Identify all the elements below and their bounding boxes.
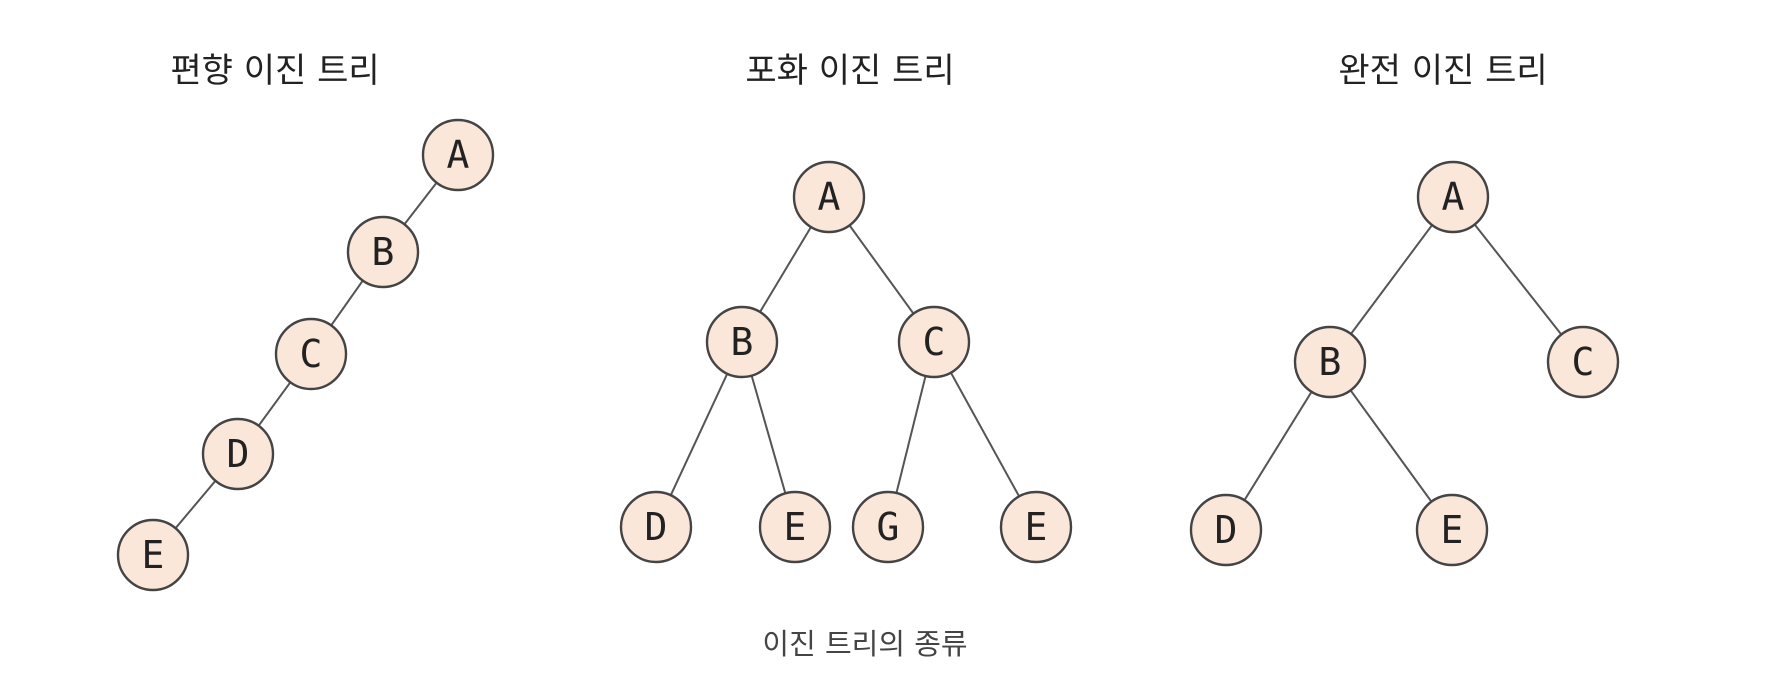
node-label: C	[923, 320, 946, 364]
tree-node: E	[758, 490, 832, 564]
tree-node: E	[116, 518, 190, 592]
tree-node: D	[201, 417, 275, 491]
tree-node: E	[999, 490, 1073, 564]
node-circle	[792, 160, 866, 234]
node-circle	[1415, 493, 1489, 567]
tree-node: A	[792, 160, 866, 234]
node-circle	[274, 317, 348, 391]
node-label: B	[372, 230, 395, 274]
node-label: E	[1025, 505, 1048, 549]
full-binary-tree: A B C D E G E	[619, 160, 1073, 564]
node-circle	[999, 490, 1073, 564]
tree-node: D	[619, 490, 693, 564]
node-label: A	[1442, 175, 1465, 219]
node-label: B	[731, 320, 754, 364]
node-circle	[758, 490, 832, 564]
node-label: B	[1319, 340, 1342, 384]
node-circle	[346, 215, 420, 289]
tree-node: C	[897, 305, 971, 379]
tree-title-complete: 완전 이진 트리	[1338, 51, 1547, 91]
tree-node: B	[1293, 325, 1367, 399]
tree-node: B	[705, 305, 779, 379]
node-circle	[1416, 160, 1490, 234]
tree-title-full: 포화 이진 트리	[745, 51, 954, 91]
node-circle	[116, 518, 190, 592]
node-label: D	[227, 432, 250, 476]
node-label: C	[300, 332, 323, 376]
node-label: E	[142, 533, 165, 577]
tree-title-skewed: 편향 이진 트리	[170, 51, 379, 91]
node-circle	[1189, 493, 1263, 567]
complete-binary-tree: A B C D E	[1189, 160, 1620, 567]
node-circle	[1293, 325, 1367, 399]
node-label: C	[1572, 340, 1595, 384]
tree-node: C	[1546, 325, 1620, 399]
tree-node: B	[346, 215, 420, 289]
node-circle	[201, 417, 275, 491]
node-label: A	[818, 175, 841, 219]
node-label: G	[877, 505, 900, 549]
diagram-caption: 이진 트리의 종류	[762, 627, 967, 661]
tree-node: C	[274, 317, 348, 391]
node-circle	[851, 490, 925, 564]
tree-node: A	[1416, 160, 1490, 234]
node-circle	[421, 118, 495, 192]
tree-node: G	[851, 490, 925, 564]
node-label: E	[784, 505, 807, 549]
node-label: A	[447, 133, 470, 177]
tree-node: D	[1189, 493, 1263, 567]
node-circle	[705, 305, 779, 379]
skewed-binary-tree: A B C D E	[116, 118, 495, 592]
tree-node: E	[1415, 493, 1489, 567]
node-label: D	[645, 505, 668, 549]
node-label: D	[1215, 508, 1238, 552]
tree-node: A	[421, 118, 495, 192]
node-circle	[897, 305, 971, 379]
node-label: E	[1441, 508, 1464, 552]
node-circle	[1546, 325, 1620, 399]
node-circle	[619, 490, 693, 564]
